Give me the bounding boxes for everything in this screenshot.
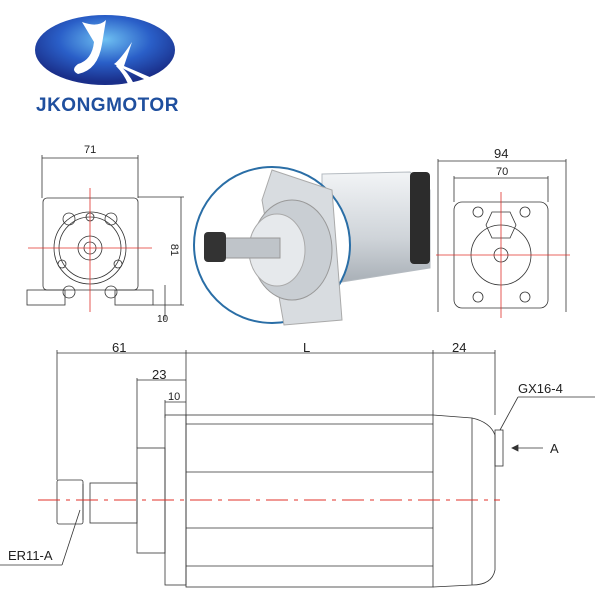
view-arrow-label: A <box>550 441 559 456</box>
plate-dimension: 10 <box>168 391 181 403</box>
front-foot-dimension: 10 <box>157 314 169 325</box>
side-view-drawing: 61 L 24 23 10 ER11-A GX16-4 A <box>0 330 600 600</box>
rear-view-drawing: 94 70 <box>430 140 600 320</box>
rear-length-dimension: 24 <box>452 340 467 355</box>
connector-label: GX16-4 <box>518 381 563 396</box>
collet-label: ER11-A <box>8 548 53 563</box>
flange-dimension: 23 <box>152 367 167 382</box>
logo <box>20 8 190 92</box>
front-height-dimension: 81 <box>168 243 181 257</box>
motor-photo <box>192 160 437 335</box>
brand-name: JKONGMOTOR <box>36 95 179 116</box>
front-view-drawing: 71 81 10 <box>20 140 200 330</box>
front-length-dimension: 61 <box>112 340 127 355</box>
rear-inner-width-dimension: 70 <box>496 166 509 178</box>
logo-emblem-icon <box>35 15 175 85</box>
front-width-dimension: 71 <box>84 144 97 156</box>
body-length-dimension: L <box>303 340 311 355</box>
rear-outer-width-dimension: 94 <box>494 146 509 161</box>
